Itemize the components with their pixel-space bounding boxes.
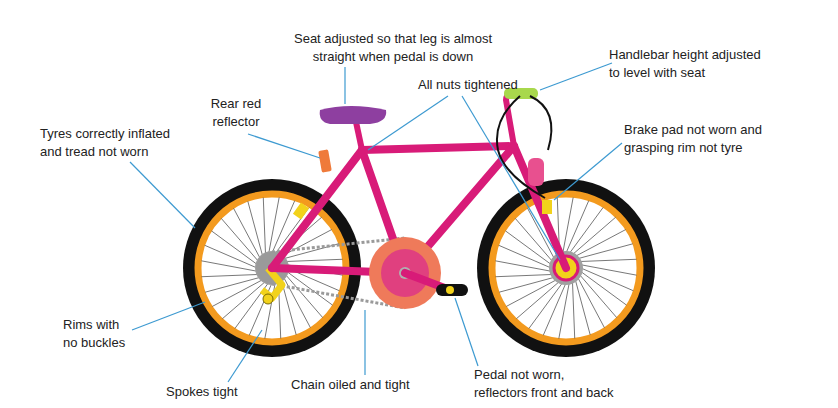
- chain-note: Chain oiled and tight: [291, 376, 410, 394]
- spoke: [280, 259, 343, 261]
- rear-reflector: [318, 149, 332, 172]
- spoke: [576, 270, 617, 317]
- rear-brake: [293, 202, 309, 219]
- brake-cable: [497, 96, 545, 198]
- spoke: [564, 201, 589, 259]
- spoke-note: Spokes tight: [166, 383, 238, 401]
- spoke: [574, 259, 637, 261]
- spoke: [282, 270, 323, 317]
- spoke: [499, 276, 560, 292]
- spoke: [543, 278, 568, 336]
- wheels: [183, 179, 655, 357]
- leader-lines: [130, 63, 622, 382]
- spoke: [575, 272, 604, 327]
- spoke: [574, 274, 590, 335]
- spoke: [221, 218, 262, 265]
- brake-cable: [530, 96, 551, 150]
- front-lamp: [528, 158, 544, 186]
- rear-derailleur: [262, 268, 282, 298]
- spoke: [506, 277, 561, 306]
- reflector-note: Rear red reflector: [201, 95, 271, 131]
- spoke: [249, 278, 274, 336]
- rim-note: Rims with no buckles: [63, 316, 129, 352]
- spoke: [568, 217, 615, 258]
- spoke: [263, 198, 265, 261]
- spoke: [572, 276, 574, 339]
- spoke: [570, 230, 625, 259]
- derailleur-pulley: [263, 294, 273, 304]
- front-brake: [542, 200, 552, 214]
- spoke: [281, 272, 310, 327]
- spoke: [248, 201, 264, 262]
- pedal-reflector: [446, 286, 454, 294]
- nuts-note: All nuts tightened: [418, 76, 518, 94]
- spoke: [499, 245, 557, 270]
- spoke: [572, 244, 633, 260]
- handlebar: [506, 94, 518, 146]
- spoke: [496, 274, 559, 276]
- pedal: [436, 284, 468, 296]
- spoke: [516, 278, 563, 319]
- seat: [320, 106, 386, 124]
- spoke: [576, 266, 634, 291]
- brake-note: Brake pad not worn and grasping rim not …: [624, 121, 784, 157]
- spoke: [234, 208, 263, 263]
- spoke: [205, 245, 263, 270]
- spoke: [212, 277, 267, 306]
- spoke: [202, 274, 265, 276]
- tyre-note: Tyres correctly inflated and tread not w…: [40, 125, 183, 161]
- handlebar-note: Handlebar height adjusted to level with …: [609, 46, 767, 82]
- seat-post: [356, 122, 362, 150]
- spoke: [205, 276, 266, 292]
- pedal-note: Pedal not worn, reflectors front and bac…: [474, 366, 617, 402]
- seat-note: Seat adjusted so that leg is almost stra…: [283, 30, 503, 66]
